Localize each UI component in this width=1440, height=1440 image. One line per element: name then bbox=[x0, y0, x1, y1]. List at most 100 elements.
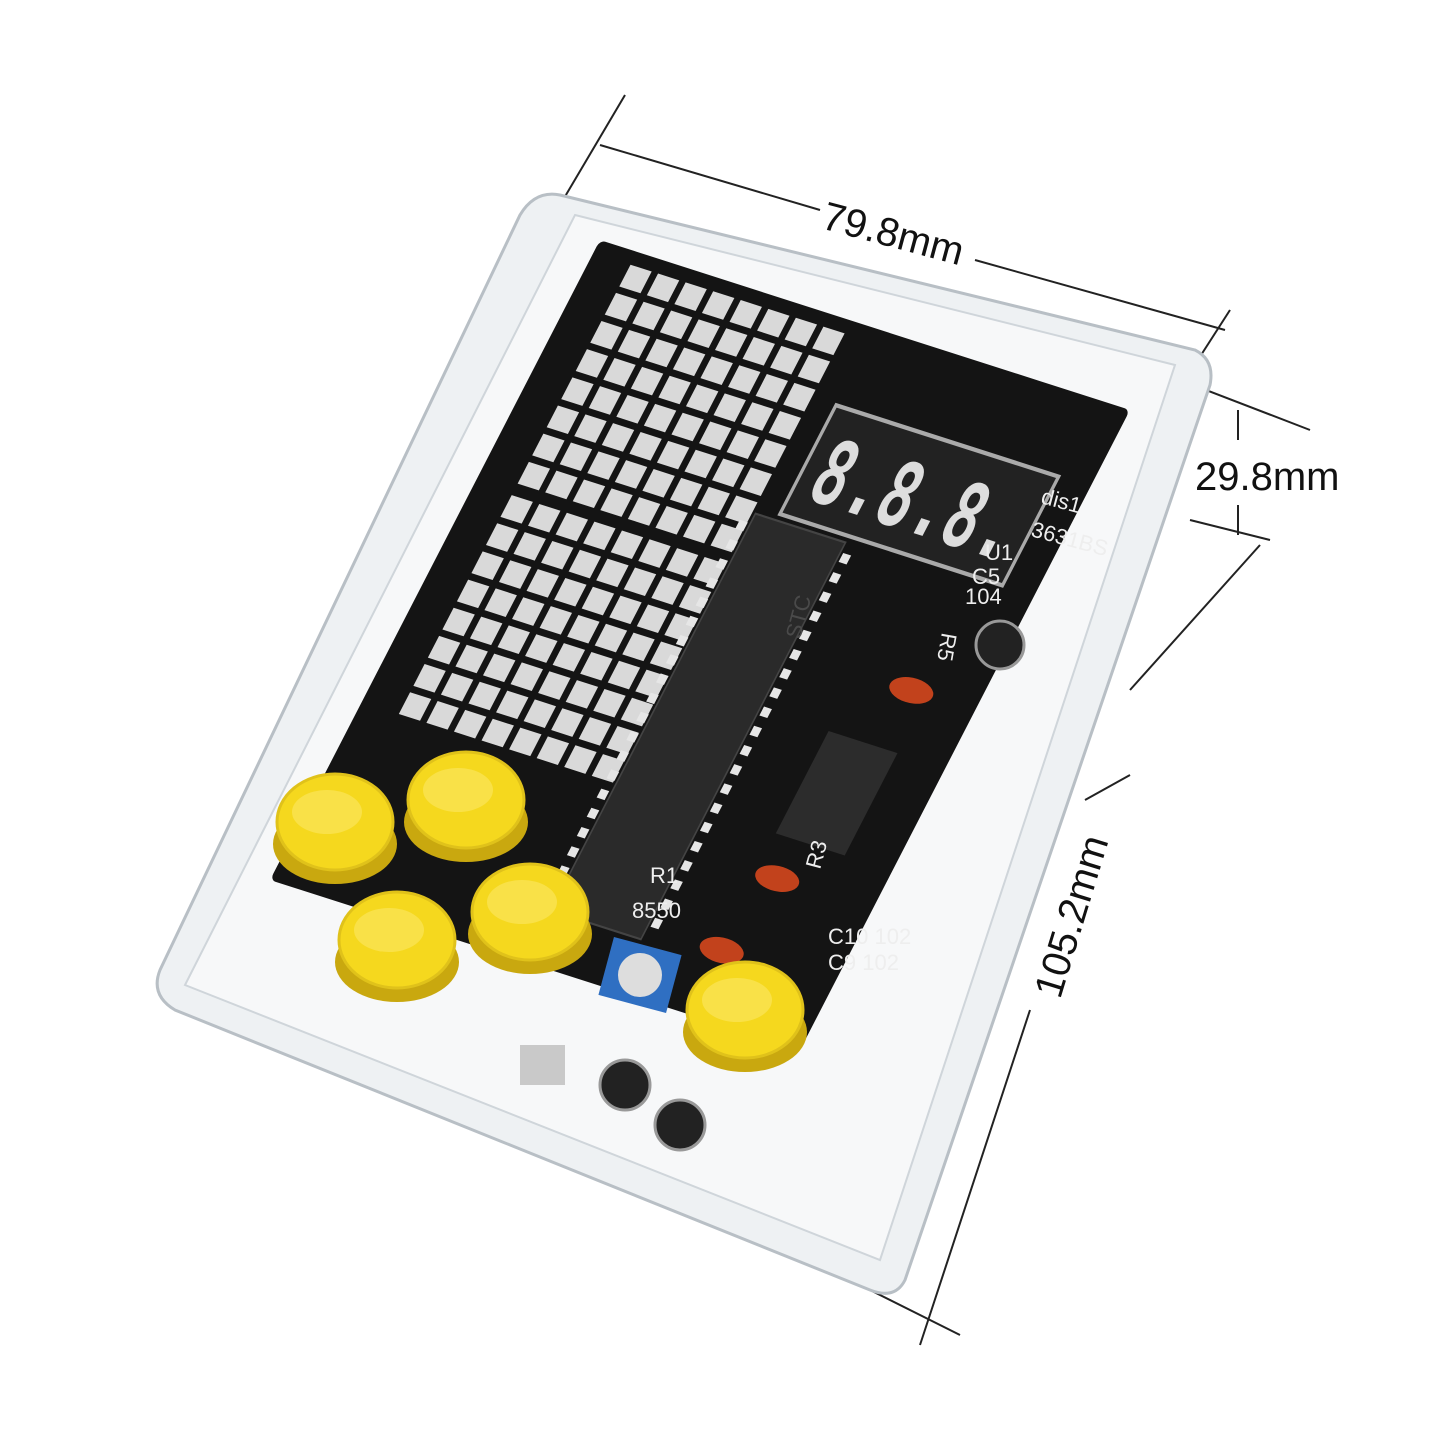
led-dot bbox=[426, 701, 459, 730]
led-dot bbox=[713, 393, 746, 422]
game-button[interactable] bbox=[335, 890, 459, 1002]
led-dot bbox=[797, 354, 831, 384]
led-dot bbox=[755, 374, 789, 403]
led-dot bbox=[561, 377, 594, 406]
led-dot bbox=[564, 745, 597, 774]
led-dot bbox=[684, 449, 717, 479]
led-dot bbox=[510, 662, 543, 691]
led-dot bbox=[541, 540, 574, 570]
led-dot bbox=[484, 588, 517, 617]
led-dot bbox=[581, 586, 615, 616]
chip-pin bbox=[715, 558, 728, 570]
led-matrix bbox=[398, 264, 845, 783]
led-dot bbox=[636, 604, 670, 634]
electrolytic-capacitor bbox=[598, 1058, 652, 1112]
led-dot bbox=[632, 301, 665, 331]
led-dot bbox=[712, 458, 745, 488]
led-dot bbox=[714, 328, 748, 357]
led-dot bbox=[546, 405, 580, 435]
led-dot bbox=[593, 688, 626, 718]
led-dot bbox=[523, 699, 557, 728]
led-dot bbox=[559, 442, 593, 472]
led-dot bbox=[500, 495, 533, 524]
led-dot bbox=[658, 375, 691, 405]
led-dot bbox=[468, 681, 501, 711]
game-button[interactable] bbox=[468, 862, 592, 974]
led-dot bbox=[574, 414, 607, 443]
capacitor-c9 bbox=[699, 936, 744, 964]
potentiometer-knob bbox=[618, 953, 662, 997]
led-dot bbox=[580, 651, 613, 681]
led-dot bbox=[471, 551, 504, 580]
chip-pin bbox=[680, 860, 693, 872]
led-dot bbox=[642, 469, 675, 498]
led-dot bbox=[601, 423, 635, 452]
led-dot bbox=[572, 479, 606, 509]
game-button[interactable] bbox=[273, 772, 397, 884]
led-dot bbox=[485, 523, 519, 552]
led-dot bbox=[498, 560, 532, 589]
seven-segment-display bbox=[777, 402, 1062, 588]
label-r5: R5 bbox=[932, 631, 962, 663]
chip-pin bbox=[650, 917, 664, 930]
led-dot bbox=[607, 660, 641, 690]
chip-pin bbox=[690, 840, 703, 853]
game-button[interactable] bbox=[404, 750, 528, 862]
small-ic bbox=[775, 731, 898, 856]
led-dot bbox=[768, 411, 802, 440]
led-dot bbox=[687, 319, 720, 348]
game-button[interactable] bbox=[683, 960, 807, 1072]
chip-pin bbox=[719, 783, 733, 795]
led-dot bbox=[555, 512, 589, 542]
led-dot bbox=[646, 273, 680, 303]
chip-pin bbox=[576, 827, 590, 839]
chip-pin bbox=[646, 692, 659, 705]
led-dot bbox=[812, 326, 845, 356]
led-dot bbox=[742, 337, 775, 366]
led-dot bbox=[440, 672, 474, 702]
led-dot bbox=[617, 329, 651, 359]
led-dot bbox=[728, 365, 761, 394]
label-c9: C9 102 bbox=[828, 950, 899, 975]
dimension-width bbox=[559, 94, 1231, 381]
led-dot bbox=[442, 607, 475, 637]
label-104: 104 bbox=[965, 584, 1002, 609]
led-dot bbox=[645, 338, 678, 368]
led-dot bbox=[567, 614, 600, 644]
led-dot bbox=[497, 625, 530, 654]
led-dot bbox=[783, 382, 816, 412]
led-dot bbox=[659, 310, 693, 340]
led-dot bbox=[638, 539, 671, 568]
led-dot bbox=[757, 308, 790, 338]
led-dot bbox=[643, 403, 677, 433]
led-dot bbox=[600, 488, 633, 517]
led-dot bbox=[512, 597, 545, 626]
usb-port bbox=[520, 1045, 565, 1085]
led-dot bbox=[729, 300, 762, 329]
chip-pin bbox=[660, 898, 673, 911]
chip-pin bbox=[808, 610, 822, 623]
led-dot bbox=[682, 514, 716, 544]
led-dot bbox=[525, 634, 558, 663]
chip-pin bbox=[705, 577, 719, 589]
led-dot bbox=[554, 577, 587, 607]
chip-pin bbox=[656, 673, 669, 685]
led-dot bbox=[698, 421, 732, 451]
led-dot bbox=[754, 439, 787, 468]
chip-pin bbox=[798, 629, 812, 642]
chip-pin bbox=[699, 821, 713, 834]
led-dot bbox=[700, 356, 733, 385]
capacitor-c10 bbox=[755, 865, 800, 892]
led-dot bbox=[739, 467, 773, 496]
led-dot bbox=[770, 345, 803, 375]
dimension-length bbox=[869, 544, 1261, 1346]
led-dot bbox=[725, 495, 758, 525]
chip-pin bbox=[828, 572, 842, 584]
led-dot bbox=[453, 709, 487, 739]
led-dot bbox=[674, 282, 707, 311]
led-dot bbox=[622, 632, 655, 662]
chip-pin bbox=[586, 807, 600, 820]
chip-pin bbox=[759, 706, 772, 719]
led-dot bbox=[539, 606, 573, 635]
led-dot bbox=[629, 432, 662, 461]
